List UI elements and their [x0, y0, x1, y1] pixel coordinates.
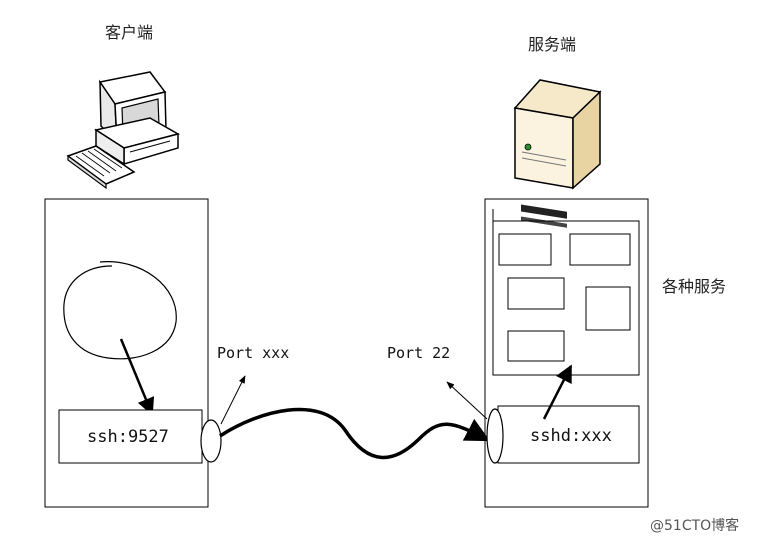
client-port-label: Port xxx — [217, 344, 289, 362]
client-host-box — [44, 198, 209, 508]
client-user-circle — [63, 261, 177, 360]
connection-cable — [219, 407, 491, 460]
server-host-box — [484, 198, 649, 508]
service-box-4 — [585, 286, 631, 331]
watermark: @51CTO博客 — [650, 517, 739, 534]
server-process-box — [497, 405, 640, 464]
client-arrow — [119, 338, 155, 416]
service-box-3 — [507, 277, 565, 310]
client-title: 客户端 — [105, 23, 153, 42]
server-port-ellipse — [486, 408, 504, 464]
service-box-2 — [569, 233, 631, 266]
tower-server-icon — [513, 79, 602, 228]
server-arrow — [542, 364, 573, 420]
client-port-ellipse — [200, 419, 222, 463]
client-process-box — [58, 409, 203, 464]
services-label: 各种服务 — [662, 277, 726, 296]
service-box-1 — [498, 233, 552, 266]
server-process-label: sshd:xxx — [530, 426, 612, 446]
desktop-computer-icon — [66, 71, 180, 190]
client-port-arrow — [220, 375, 246, 425]
server-port-label: Port 22 — [387, 344, 450, 362]
service-box-5 — [507, 330, 565, 362]
client-process-label: ssh:9527 — [87, 427, 169, 447]
server-port-arrow — [446, 381, 488, 420]
server-title: 服务端 — [528, 35, 576, 54]
